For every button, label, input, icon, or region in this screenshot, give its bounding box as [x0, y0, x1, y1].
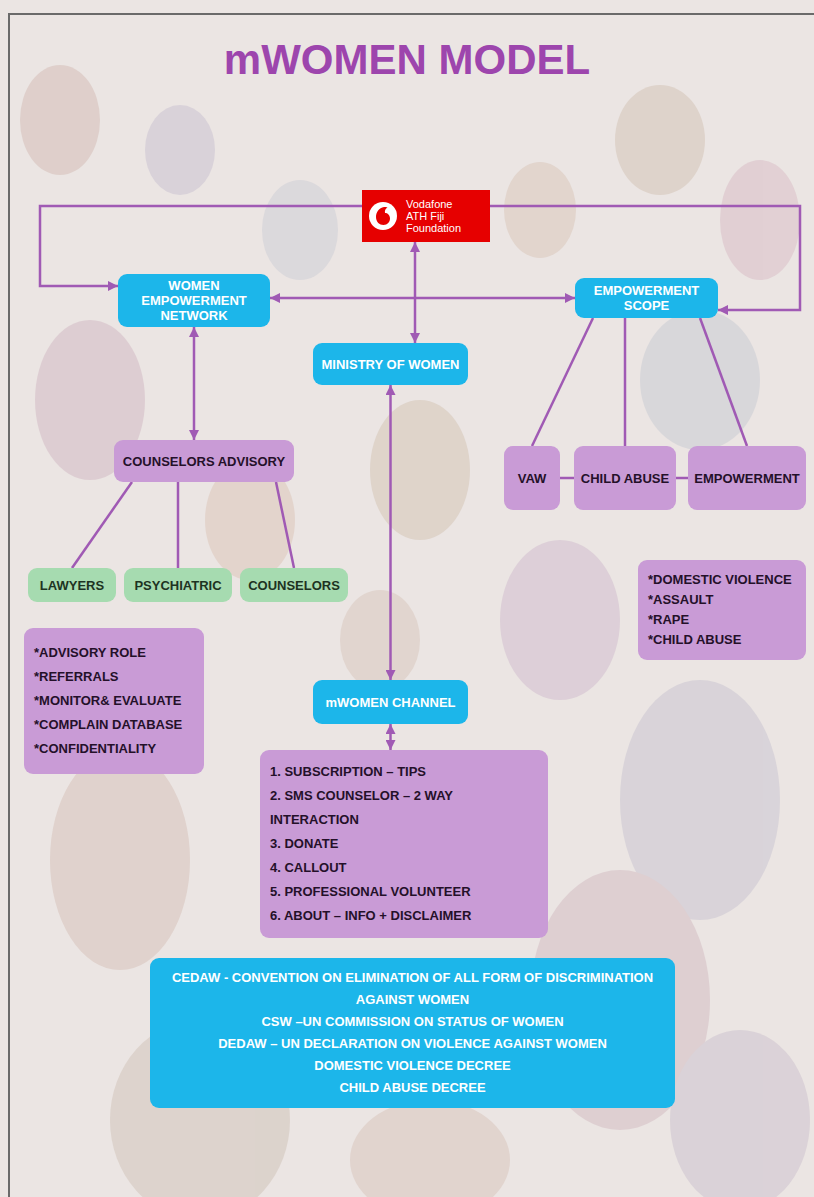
- node-text: *RAPE: [648, 610, 689, 630]
- connector: [270, 297, 575, 300]
- vodafone-logo: [368, 201, 398, 231]
- connector: [676, 477, 688, 480]
- list-box: *ADVISORY ROLE*REFERRALS*MONITOR& EVALUA…: [24, 628, 204, 774]
- node-text: *REFERRALS: [34, 665, 119, 689]
- connector: [177, 482, 180, 568]
- logo-mark: [376, 207, 390, 225]
- connector: [700, 318, 747, 446]
- connector: [276, 482, 294, 568]
- node-text: *ASSAULT: [648, 590, 713, 610]
- frame-line: [9, 14, 814, 1197]
- network-box: WOMEN EMPOWERMENT NETWORK: [118, 274, 270, 327]
- list-box: 1. SUBSCRIPTION – TIPS2. SMS COUNSELOR –…: [260, 750, 548, 938]
- connector: [193, 327, 196, 440]
- node-text: EMPOWERMENT: [694, 471, 799, 486]
- sponsor-box: Vodafone ATH Fiji Foundation: [362, 190, 490, 242]
- category-box: VAW: [504, 446, 560, 510]
- connector: [389, 385, 392, 680]
- role-box: COUNSELORS: [240, 568, 348, 602]
- node-text: mWOMEN CHANNEL: [326, 695, 456, 710]
- channel-box: mWOMEN CHANNEL: [313, 680, 468, 724]
- node-text: CHILD ABUSE: [581, 471, 669, 486]
- scope-box: EMPOWERMENT SCOPE: [575, 278, 718, 318]
- node-text: LAWYERS: [40, 578, 104, 593]
- ministry-box: MINISTRY OF WOMEN: [313, 343, 468, 385]
- node-text: EMPOWERMENT SCOPE: [581, 283, 712, 313]
- node-text: *DOMESTIC VIOLENCE: [648, 570, 792, 590]
- role-box: LAWYERS: [28, 568, 116, 602]
- node-text: 2. SMS COUNSELOR – 2 WAY INTERACTION: [270, 784, 538, 832]
- advisory-box: COUNSELORS ADVISORY: [114, 440, 294, 482]
- logo-circle: [369, 202, 397, 230]
- node-text: *ADVISORY ROLE: [34, 641, 146, 665]
- diagram-title: mWOMEN MODEL: [0, 36, 814, 84]
- sponsor-name: Vodafone ATH Fiji Foundation: [406, 198, 468, 234]
- node-text: *CHILD ABUSE: [648, 630, 741, 650]
- node-text: *MONITOR& EVALUATE: [34, 689, 181, 713]
- role-box: PSYCHIATRIC: [124, 568, 232, 602]
- law-box: CEDAW - CONVENTION ON ELIMINATION OF ALL…: [150, 958, 675, 1108]
- node-text: 4. CALLOUT: [270, 856, 347, 880]
- node-text: CSW –UN COMMISSION ON STATUS OF WOMEN: [261, 1011, 563, 1033]
- node-text: *COMPLAIN DATABASE: [34, 713, 182, 737]
- connector: [532, 318, 593, 446]
- category-box: EMPOWERMENT: [688, 446, 806, 510]
- crowd-shapes: [20, 65, 810, 1197]
- node-text: 3. DONATE: [270, 832, 338, 856]
- node-text: MINISTRY OF WOMEN: [322, 357, 460, 372]
- node-text: COUNSELORS: [248, 578, 340, 593]
- connector: [624, 318, 627, 446]
- node-text: DEDAW – UN DECLARATION ON VIOLENCE AGAIN…: [218, 1033, 607, 1055]
- node-text: CHILD ABUSE DECREE: [339, 1077, 485, 1099]
- node-text: CEDAW - CONVENTION ON ELIMINATION OF ALL…: [156, 967, 669, 1011]
- connector: [414, 242, 417, 343]
- node-text: 6. ABOUT – INFO + DISCLAIMER: [270, 904, 471, 928]
- node-text: *CONFIDENTIALITY: [34, 737, 156, 761]
- node-text: 5. PROFESSIONAL VOLUNTEER: [270, 880, 471, 904]
- node-text: 1. SUBSCRIPTION – TIPS: [270, 760, 426, 784]
- connector: [389, 724, 392, 750]
- category-box: CHILD ABUSE: [574, 446, 676, 510]
- node-text: WOMEN EMPOWERMENT NETWORK: [124, 278, 264, 323]
- node-text: VAW: [518, 471, 547, 486]
- connector: [72, 482, 132, 568]
- list-box: *DOMESTIC VIOLENCE*ASSAULT*RAPE*CHILD AB…: [638, 560, 806, 660]
- node-text: DOMESTIC VIOLENCE DECREE: [314, 1055, 510, 1077]
- connector: [560, 477, 574, 480]
- node-text: PSYCHIATRIC: [134, 578, 221, 593]
- node-text: COUNSELORS ADVISORY: [123, 454, 285, 469]
